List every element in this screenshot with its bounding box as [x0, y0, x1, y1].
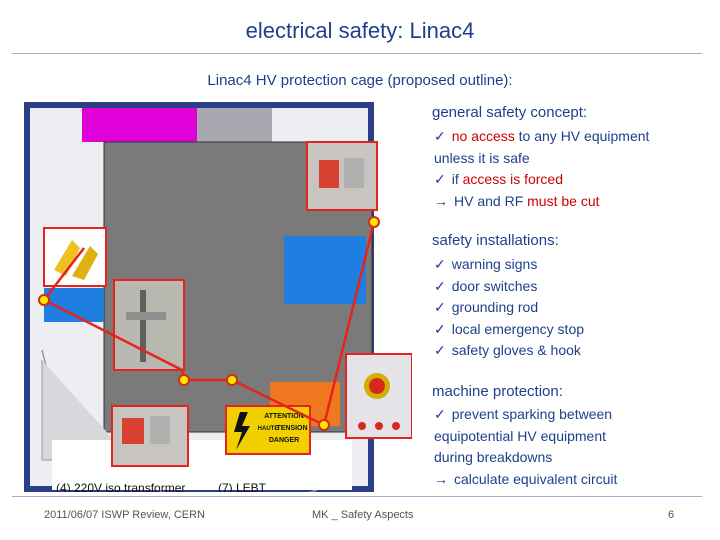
concept-line-4-prefix: HV and RF — [434, 193, 527, 209]
slide-title: electrical safety: Linac4 — [245, 18, 475, 43]
protection-line-3: during breakdowns — [434, 449, 553, 465]
installations-heading: safety installations: — [432, 232, 559, 249]
emergency-stop-photo — [345, 353, 412, 439]
marker-point — [226, 374, 238, 386]
door-switch-photo-bottom — [111, 405, 189, 467]
grounding-rod-photo — [113, 279, 185, 371]
concept-line-4-red: must be cut — [527, 193, 600, 209]
installation-item: door switches — [434, 276, 584, 298]
warning-sign-photo: ATTENTION HAUTE TENSION DANGER — [225, 405, 311, 455]
protection-line-2: equipotential HV equipment — [434, 428, 607, 444]
concept-line-1: no access to any HV equipment — [434, 126, 649, 148]
hv-cage-diagram: ATTENTION HAUTE TENSION DANGER (4) 220V … — [24, 102, 412, 492]
source-equipment — [197, 108, 272, 142]
title-divider — [12, 53, 702, 54]
marker-point — [38, 294, 50, 306]
magenta-equipment — [82, 108, 202, 142]
installation-item: safety gloves & hook — [434, 340, 584, 362]
legend-item-4: (4) 220V iso transformer — [56, 481, 185, 492]
slide-subtitle: Linac4 HV protection cage (proposed outl… — [207, 72, 513, 89]
legend-item-7: (7) LEBT — [218, 481, 267, 492]
footer-date-event: 2011/06/07 ISWP Review, CERN — [44, 509, 206, 521]
gloves-photo — [43, 227, 107, 287]
concept-line-3-prefix: if — [434, 171, 463, 187]
warning-sign-line2a: HAUTE — [258, 426, 279, 432]
footer-center: MK _ Safety Aspects — [312, 509, 414, 521]
installation-item: grounding rod — [434, 297, 584, 319]
footer-divider — [12, 496, 702, 497]
marker-point — [318, 419, 330, 431]
installation-item: warning signs — [434, 254, 584, 276]
concept-line-4: HV and RF must be cut — [434, 191, 600, 213]
concept-line-1-red: no access — [434, 128, 515, 144]
concept-line-3-red: access is forced — [462, 171, 563, 187]
concept-heading: general safety concept: — [432, 104, 588, 121]
concept-line-1-rest: to any HV equipment — [514, 128, 650, 144]
warning-sign-line3: DANGER — [269, 437, 299, 444]
concept-line-3: if access is forced — [434, 169, 563, 191]
protection-line-1: prevent sparking between — [434, 404, 612, 426]
page-number: 6 — [668, 509, 675, 521]
installation-item: local emergency stop — [434, 319, 584, 341]
warning-sign-line2b: TENSION — [276, 425, 307, 432]
marker-point — [368, 216, 380, 228]
marker-group — [38, 216, 380, 431]
marker-point — [178, 374, 190, 386]
concept-line-2: unless it is safe — [434, 150, 530, 166]
blue-block-upper — [284, 236, 366, 304]
door-switch-photo-top — [306, 141, 378, 211]
protection-line-4: calculate equivalent circuit — [434, 469, 617, 491]
installations-list: warning signs door switches grounding ro… — [434, 254, 584, 362]
warning-sign-line1: ATTENTION — [264, 413, 304, 420]
protection-heading: machine protection: — [432, 383, 563, 400]
